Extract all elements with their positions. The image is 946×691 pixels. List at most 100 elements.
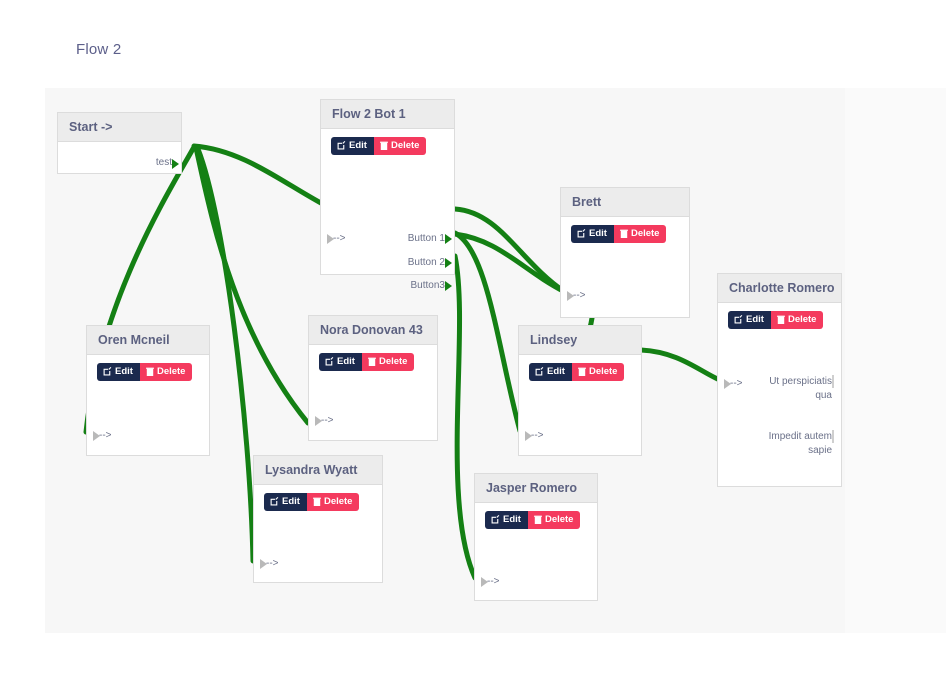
node-actions: Edit Delete	[87, 355, 209, 381]
trash-icon	[313, 497, 321, 507]
trash-icon	[368, 357, 376, 367]
edit-button[interactable]: Edit	[331, 137, 374, 155]
node-title: Start ->	[58, 113, 181, 142]
port-arrow-icon	[315, 416, 322, 426]
delete-button-label: Delete	[588, 366, 618, 377]
node-brett[interactable]: Brett Edit Delete -->	[560, 187, 690, 318]
delete-button[interactable]: Delete	[361, 353, 415, 371]
delete-button-label: Delete	[323, 496, 353, 507]
delete-button[interactable]: Delete	[571, 363, 625, 381]
port-arrow-icon	[445, 258, 452, 268]
port-in[interactable]: -->	[525, 431, 544, 441]
port-out-test[interactable]: test	[155, 157, 179, 169]
node-body: Edit Delete --> Ut perspiciatis qua Impe…	[718, 303, 841, 484]
node-start[interactable]: Start -> test	[57, 112, 182, 174]
node-actions: Edit Delete	[561, 217, 689, 243]
node-body: Edit Delete -->	[87, 355, 209, 453]
port-in[interactable]: -->	[724, 379, 743, 389]
port-label: -->	[266, 558, 279, 569]
node-body: Edit Delete -->	[254, 485, 382, 580]
node-charlotte-romero[interactable]: Charlotte Romero Edit Delete --	[717, 273, 842, 487]
port-in[interactable]: -->	[481, 577, 500, 587]
port-label: -->	[333, 233, 346, 244]
edit-button[interactable]: Edit	[728, 311, 771, 329]
port-label: -->	[99, 430, 112, 441]
node-lysandra-wyatt[interactable]: Lysandra Wyatt Edit Delete -->	[253, 455, 383, 583]
port-arrow-icon	[327, 234, 334, 244]
edit-button[interactable]: Edit	[529, 363, 572, 381]
edit-button-label: Edit	[349, 140, 367, 151]
node-actions: Edit Delete	[475, 503, 597, 529]
port-in[interactable]: -->	[567, 290, 586, 301]
port-in[interactable]: -->	[93, 430, 112, 441]
trash-icon	[380, 141, 388, 151]
port-label: -->	[321, 415, 334, 426]
port-arrow-icon	[525, 431, 532, 441]
edit-button[interactable]: Edit	[264, 493, 307, 511]
port-arrow-icon	[445, 281, 452, 291]
node-title: Lysandra Wyatt	[254, 456, 382, 485]
port-label: -->	[573, 290, 586, 301]
delete-button[interactable]: Delete	[770, 311, 824, 329]
node-body: Edit Delete -->	[561, 217, 689, 315]
node-title: Nora Donovan 43	[309, 316, 437, 345]
node-body: Edit Delete -->	[309, 345, 437, 438]
node-nora-donovan-43[interactable]: Nora Donovan 43 Edit Delete -->	[308, 315, 438, 441]
port-out-button-2[interactable]: Button 2	[408, 258, 452, 268]
pencil-square-icon	[734, 315, 743, 324]
flow-header-bar: Flow 2	[45, 20, 845, 88]
port-out-1[interactable]: Ut perspiciatis qua	[766, 375, 834, 402]
node-title: Charlotte Romero	[718, 274, 841, 303]
node-title: Flow 2 Bot 1	[321, 100, 454, 129]
edit-button[interactable]: Edit	[571, 225, 614, 243]
pencil-square-icon	[337, 141, 346, 150]
trash-icon	[578, 367, 586, 377]
delete-button-label: Delete	[787, 314, 817, 325]
delete-button-label: Delete	[390, 140, 420, 151]
node-lindsey[interactable]: Lindsey Edit Delete -->	[518, 325, 642, 456]
node-oren-mcneil[interactable]: Oren Mcneil Edit Delete -->	[86, 325, 210, 456]
port-in[interactable]: -->	[327, 233, 346, 244]
pencil-square-icon	[577, 229, 586, 238]
delete-button[interactable]: Delete	[527, 511, 581, 529]
node-body: Edit Delete --> Button 1 Button 2	[321, 129, 454, 291]
port-in[interactable]: -->	[315, 415, 334, 426]
node-title: Brett	[561, 188, 689, 217]
node-jasper-romero[interactable]: Jasper Romero Edit Delete -->	[474, 473, 598, 601]
port-out-button-1[interactable]: Button 1	[408, 234, 452, 244]
edit-button-label: Edit	[746, 314, 764, 325]
node-flow-2-bot-1[interactable]: Flow 2 Bot 1 Edit Delete -->	[320, 99, 455, 291]
node-title: Oren Mcneil	[87, 326, 209, 355]
delete-button[interactable]: Delete	[139, 363, 193, 381]
edit-button-label: Edit	[589, 228, 607, 239]
port-arrow-icon	[445, 234, 452, 244]
pencil-square-icon	[491, 515, 500, 524]
edit-button-label: Edit	[115, 366, 133, 377]
edit-button[interactable]: Edit	[485, 511, 528, 529]
port-out-2[interactable]: Impedit autem sapie	[766, 430, 834, 457]
pencil-square-icon	[270, 497, 279, 506]
port-label: Impedit autem sapie	[768, 431, 832, 456]
edit-button[interactable]: Edit	[97, 363, 140, 381]
node-actions: Edit Delete	[321, 129, 454, 155]
pencil-square-icon	[103, 367, 112, 376]
port-arrow-icon	[93, 431, 100, 441]
port-arrow-icon	[724, 379, 731, 389]
delete-button[interactable]: Delete	[306, 493, 360, 511]
node-body: Edit Delete -->	[519, 355, 641, 453]
edit-button[interactable]: Edit	[319, 353, 362, 371]
page-title: Flow 2	[76, 41, 122, 58]
delete-button-label: Delete	[378, 356, 408, 367]
port-arrow-icon	[172, 159, 179, 169]
delete-button[interactable]: Delete	[613, 225, 667, 243]
port-out-button-3[interactable]: Button3	[410, 280, 452, 291]
delete-button[interactable]: Delete	[373, 137, 427, 155]
port-handle	[832, 430, 834, 443]
port-label: test	[155, 157, 172, 168]
port-label: Ut perspiciatis qua	[769, 376, 832, 401]
node-body: Edit Delete -->	[475, 503, 597, 598]
node-actions: Edit Delete	[718, 303, 841, 329]
trash-icon	[620, 229, 628, 239]
port-label: Button3	[410, 280, 445, 291]
port-in[interactable]: -->	[260, 558, 279, 569]
